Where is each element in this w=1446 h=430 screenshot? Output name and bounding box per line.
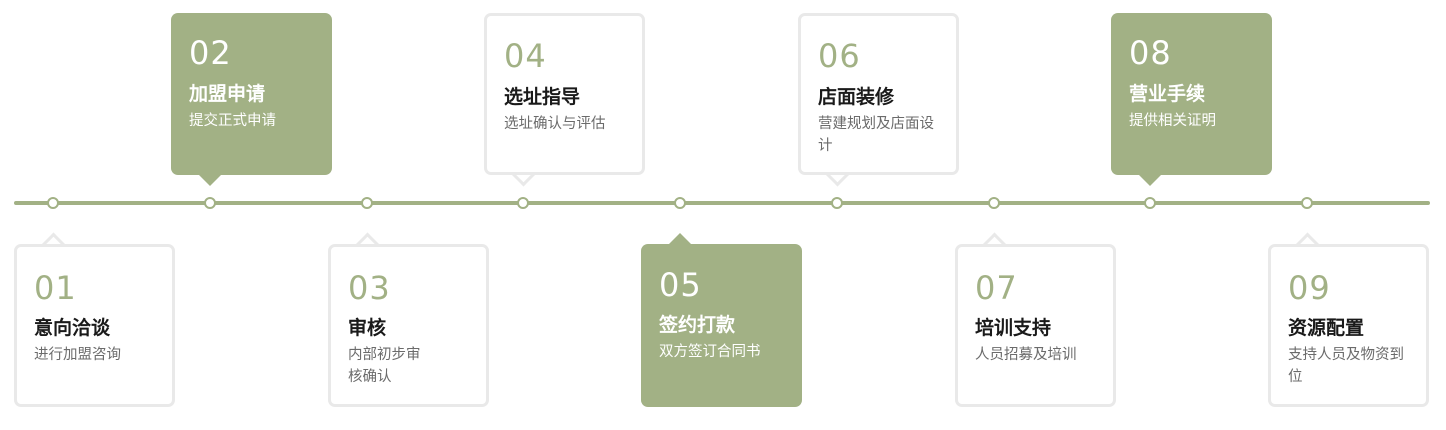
pointer-05 [669, 233, 691, 244]
step-title: 培训支持 [975, 317, 1052, 339]
timeline-dot-09 [1301, 197, 1313, 209]
step-desc: 支持人员及物资到位 [1288, 347, 1404, 385]
step-card-02: 02 加盟申请 提交正式申请 [171, 13, 332, 175]
step-desc: 营建规划及店面设计 [818, 116, 934, 154]
step-card-09: 09 资源配置 支持人员及物资到位 [1268, 244, 1429, 407]
step-desc: 提交正式申请 [189, 113, 276, 129]
pointer-02 [199, 175, 221, 186]
step-title: 加盟申请 [189, 83, 266, 105]
step-desc: 选址确认与评估 [504, 116, 606, 132]
step-card-04: 04 选址指导 选址确认与评估 [484, 13, 645, 175]
step-card-05: 05 签约打款 双方签订合同书 [641, 244, 802, 407]
timeline-dot-03 [361, 197, 373, 209]
step-title: 营业手续 [1129, 83, 1206, 105]
step-card-06: 06 店面装修 营建规划及店面设计 [798, 13, 959, 175]
step-number: 02 [189, 34, 232, 72]
step-desc: 进行加盟咨询 [34, 347, 121, 363]
timeline-dot-04 [517, 197, 529, 209]
step-title: 资源配置 [1288, 317, 1365, 339]
step-card-01: 01 意向洽谈 进行加盟咨询 [14, 244, 175, 407]
step-card-07: 07 培训支持 人员招募及培训 [955, 244, 1116, 407]
timeline-line [14, 201, 1430, 205]
step-desc: 人员招募及培训 [975, 347, 1077, 363]
step-number: 05 [659, 266, 702, 304]
timeline-dot-01 [47, 197, 59, 209]
step-number: 06 [818, 37, 861, 75]
step-card-08: 08 营业手续 提供相关证明 [1111, 13, 1272, 175]
step-number: 08 [1129, 34, 1172, 72]
timeline-dot-05 [674, 197, 686, 209]
step-number: 03 [348, 269, 391, 307]
step-title: 审核 [348, 317, 387, 339]
step-title: 选址指导 [504, 86, 581, 108]
step-title: 签约打款 [659, 314, 736, 336]
step-card-03: 03 审核 内部初步审核确认 [328, 244, 489, 407]
step-number: 07 [975, 269, 1018, 307]
step-number: 09 [1288, 269, 1331, 307]
timeline-dot-06 [831, 197, 843, 209]
timeline-dot-02 [204, 197, 216, 209]
step-number: 04 [504, 37, 547, 75]
step-title: 意向洽谈 [34, 317, 111, 339]
pointer-08 [1139, 175, 1161, 186]
step-number: 01 [34, 269, 77, 307]
timeline-dot-07 [988, 197, 1000, 209]
step-desc: 内部初步审核确认 [348, 347, 421, 385]
timeline-dot-08 [1144, 197, 1156, 209]
step-title: 店面装修 [818, 86, 895, 108]
step-desc: 提供相关证明 [1129, 113, 1216, 129]
step-desc: 双方签订合同书 [659, 344, 761, 360]
